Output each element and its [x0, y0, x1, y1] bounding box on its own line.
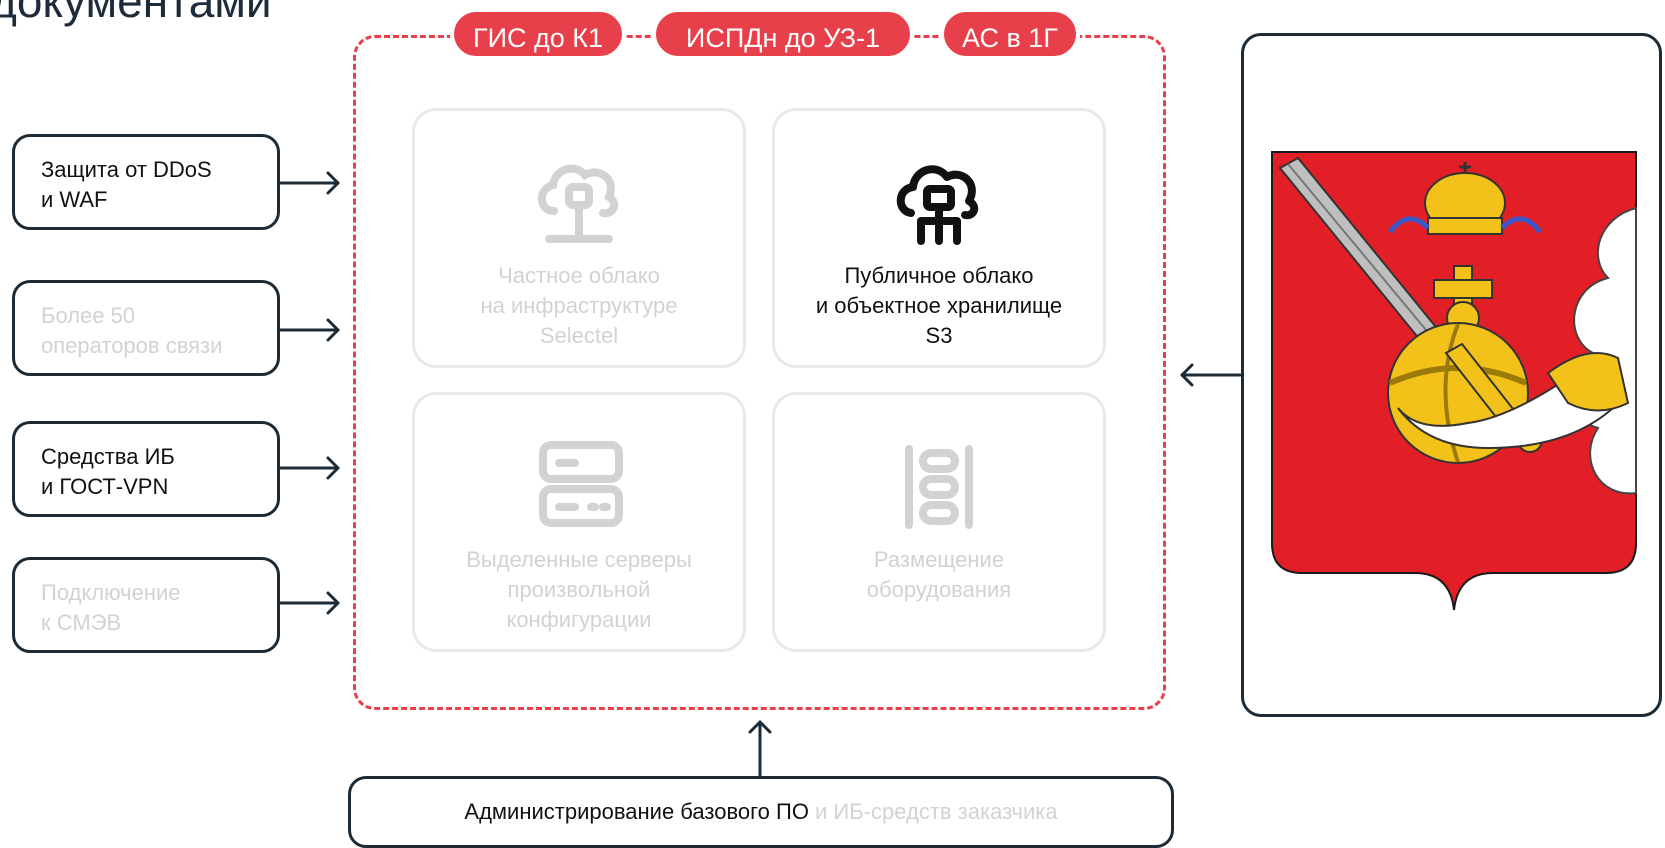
tile-colocation[interactable]: Размещение оборудования — [772, 392, 1106, 652]
client-card — [1241, 33, 1662, 717]
badge-gis: ГИС до К1 — [450, 8, 626, 60]
tile-dedicated-servers[interactable]: Выделенные серверы произвольной конфигур… — [412, 392, 746, 652]
service-ddos-waf[interactable]: Защита от DDoS и WAF — [12, 134, 280, 230]
admin-label-muted: и ИБ-средств заказчика — [808, 799, 1058, 824]
arrow-left-icon — [1180, 363, 1242, 387]
badge-as: АС в 1Г — [940, 8, 1080, 60]
arrow-right-icon — [278, 171, 340, 615]
service-smev[interactable]: Подключение к СМЭВ — [12, 557, 280, 653]
page-title: документами — [0, 0, 272, 27]
tile-label: Выделенные серверы произвольной конфигур… — [466, 547, 692, 632]
server-icon — [529, 435, 629, 540]
tile-label: Размещение оборудования — [866, 547, 1012, 602]
tile-label: Публичное облако и объектное хранилище S… — [815, 263, 1063, 348]
admin-label: Администрирование базового ПО — [464, 799, 809, 824]
admin-box[interactable]: Администрирование базового ПО и ИБ-средс… — [348, 776, 1174, 848]
coat-of-arms-icon — [1271, 151, 1637, 611]
service-telecom-operators[interactable]: Более 50 операторов связи — [12, 280, 280, 376]
cloud-tree-icon — [529, 151, 629, 256]
rack-icon — [889, 435, 989, 540]
badge-ispdn: ИСПДн до УЗ-1 — [652, 8, 914, 60]
tile-private-cloud[interactable]: Частное облако на инфраструктуре Selecte… — [412, 108, 746, 368]
tile-label: Частное облако на инфраструктуре Selecte… — [480, 263, 678, 348]
tile-public-cloud[interactable]: Публичное облако и объектное хранилище S… — [772, 108, 1106, 368]
arrow-up-icon — [748, 720, 772, 778]
cloud-network-icon — [889, 151, 989, 256]
service-security-vpn[interactable]: Средства ИБ и ГОСТ-VPN — [12, 421, 280, 517]
